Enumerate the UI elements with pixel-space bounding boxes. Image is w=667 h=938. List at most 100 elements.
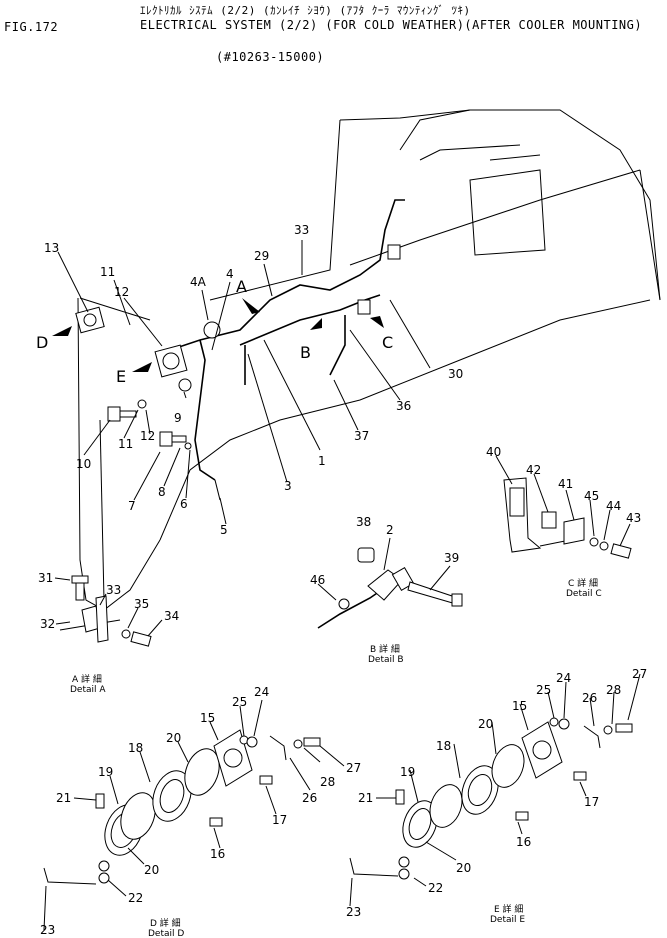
arrow-e: E bbox=[116, 362, 152, 386]
title-english: ELECTRICAL SYSTEM (2/2) (FOR COLD WEATHE… bbox=[140, 18, 643, 32]
figure-number: FIG.172 bbox=[4, 20, 59, 34]
detail-d: 21 19 18 20 15 25 24 20 16 17 22 23 27 2… bbox=[40, 685, 361, 938]
serial-range: (#10263-15000) bbox=[216, 50, 325, 64]
detail-a-part-32: 31 bbox=[38, 571, 53, 585]
detail-b: 38 2 39 46 B 詳 細 Detail B bbox=[310, 515, 463, 665]
part-5: 5 bbox=[220, 523, 228, 537]
relay-31 bbox=[357, 244, 401, 315]
part-3: 3 bbox=[284, 479, 292, 493]
detail-c-caption-jp: C 詳 細 bbox=[568, 577, 598, 589]
detail-b-part-2: 2 bbox=[386, 523, 394, 537]
detail-e-caption-en: Detail E bbox=[490, 915, 525, 925]
detail-d-part-18: 17 bbox=[272, 813, 287, 827]
detail-e-part-24: 23 bbox=[346, 905, 361, 919]
detail-b-part-39: 38 bbox=[356, 515, 371, 529]
detail-e-part-29: 28 bbox=[606, 683, 621, 697]
detail-a-part-36: 35 bbox=[134, 597, 149, 611]
detail-e-part-19: 18 bbox=[436, 739, 451, 753]
bracket-9 bbox=[178, 321, 221, 392]
detail-b-caption-en: Detail B bbox=[368, 655, 404, 665]
detail-d-part-28: 27 bbox=[346, 761, 361, 775]
part-4: 4 bbox=[226, 267, 234, 281]
detail-e-part-25: 24 bbox=[556, 671, 571, 685]
detail-c: 40 42 41 45 44 43 C 詳 細 Detail C bbox=[486, 445, 641, 599]
detail-d-part-21b: 20 bbox=[144, 863, 159, 877]
bolt-7 bbox=[159, 431, 192, 450]
detail-d-part-16: 15 bbox=[200, 711, 215, 725]
part-34: 33 bbox=[294, 223, 309, 237]
detail-e-part-22: 21 bbox=[358, 791, 373, 805]
detail-c-part-42: 41 bbox=[558, 477, 573, 491]
detail-e: 21 19 18 20 15 25 24 26 28 27 20 16 17 2… bbox=[346, 667, 647, 925]
detail-e-part-18: 17 bbox=[584, 795, 599, 809]
detail-d-part-26: 25 bbox=[232, 695, 247, 709]
detail-b-caption-jp: B 詳 細 bbox=[370, 643, 400, 655]
arrow-b: B bbox=[300, 318, 322, 362]
arrow-c-label: C bbox=[382, 333, 393, 352]
arrow-d: D bbox=[36, 326, 72, 352]
part-11: 11 bbox=[118, 437, 133, 451]
detail-c-part-43: 42 bbox=[526, 463, 541, 477]
detail-e-part-27: 26 bbox=[582, 691, 597, 705]
part-numbers-main: 13 11 12 4A 4 29 33 30 36 37 1 3 5 6 8 7… bbox=[44, 223, 463, 537]
detail-d-part-25: 24 bbox=[254, 685, 269, 699]
arrow-a: A bbox=[236, 277, 260, 314]
detail-b-part-47: 46 bbox=[310, 573, 325, 587]
lamp-d-on-machine bbox=[75, 306, 105, 334]
detail-e-part-28: 27 bbox=[632, 667, 647, 681]
detail-a-part-34: 33 bbox=[106, 583, 121, 597]
detail-c-part-41: 40 bbox=[486, 445, 501, 459]
detail-a-part-35: 34 bbox=[164, 609, 179, 623]
detail-a-part-33: 32 bbox=[40, 617, 55, 631]
leader-lines-main bbox=[57, 240, 431, 525]
detail-d-caption-en: Detail D bbox=[148, 929, 184, 938]
part-7: 7 bbox=[128, 499, 136, 513]
detail-e-part-17: 16 bbox=[516, 835, 531, 849]
detail-c-part-46: 45 bbox=[584, 489, 599, 503]
detail-d-part-24: 23 bbox=[40, 923, 55, 937]
detail-d-part-19: 18 bbox=[128, 741, 143, 755]
part-9: 9 bbox=[174, 411, 182, 425]
arrow-d-label: D bbox=[36, 333, 48, 352]
part-30: 29 bbox=[254, 249, 269, 263]
detail-e-caption-jp: E 詳 細 bbox=[494, 903, 523, 915]
arrow-a-label: A bbox=[236, 277, 247, 296]
detail-e-part-20: 19 bbox=[400, 765, 415, 779]
part-37: 36 bbox=[396, 399, 411, 413]
part-14: 12 bbox=[114, 285, 129, 299]
detail-b-part-40: 39 bbox=[444, 551, 459, 565]
wiring-harness bbox=[169, 199, 405, 501]
part-31: 30 bbox=[448, 367, 463, 381]
detail-a-caption-en: Detail A bbox=[70, 685, 106, 695]
part-6: 6 bbox=[180, 497, 188, 511]
part-38: 37 bbox=[354, 429, 369, 443]
detail-d-part-22: 21 bbox=[56, 791, 71, 805]
detail-e-part-23: 22 bbox=[428, 881, 443, 895]
detail-d-part-17: 16 bbox=[210, 847, 225, 861]
detail-d-part-20: 19 bbox=[98, 765, 113, 779]
detail-d-part-23: 22 bbox=[128, 891, 143, 905]
arrow-b-label: B bbox=[300, 343, 311, 362]
detail-c-part-45: 44 bbox=[606, 499, 621, 513]
detail-e-part-21b: 20 bbox=[456, 861, 471, 875]
detail-d-part-27: 26 bbox=[302, 791, 317, 805]
detail-c-part-44: 43 bbox=[626, 511, 641, 525]
part-10: 10 bbox=[76, 457, 91, 471]
machine-outline bbox=[77, 109, 661, 611]
detail-e-part-21: 20 bbox=[478, 717, 493, 731]
part-4a: 4A bbox=[190, 275, 207, 289]
part-15: 13 bbox=[44, 241, 59, 255]
arrow-e-label: E bbox=[116, 367, 126, 386]
detail-d-part-29: 28 bbox=[320, 775, 335, 789]
detail-a-caption-jp: A 詳 細 bbox=[72, 673, 102, 685]
detail-d-caption-jp: D 詳 細 bbox=[150, 917, 181, 929]
part-1: 1 bbox=[318, 454, 326, 468]
part-8: 8 bbox=[158, 485, 166, 499]
bolt-10 bbox=[107, 399, 147, 422]
detail-e-part-26: 25 bbox=[536, 683, 551, 697]
detail-c-caption-en: Detail C bbox=[566, 589, 602, 599]
part-12: 12 bbox=[140, 429, 155, 443]
detail-a: 31 32 33 35 34 A 詳 細 Detail A bbox=[38, 571, 179, 695]
arrow-c: C bbox=[370, 316, 393, 352]
